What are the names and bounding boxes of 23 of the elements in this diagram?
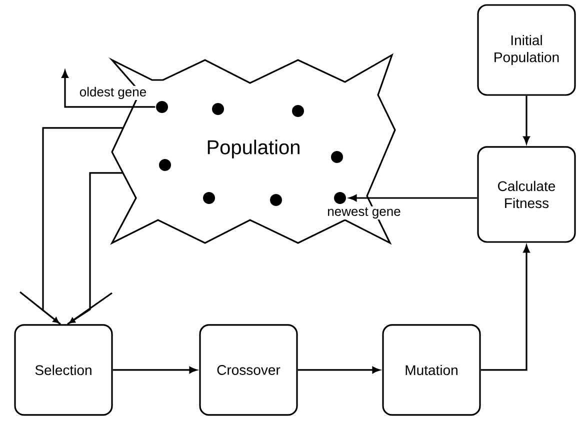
dot: [159, 159, 171, 171]
arrow: [480, 245, 530, 371]
arrow: [298, 366, 380, 374]
dot: [203, 192, 215, 204]
process-box: Calculate Fitness: [477, 146, 576, 243]
process-box: Initial Population: [477, 4, 576, 96]
process-box: Crossover: [199, 324, 298, 416]
dot: [292, 104, 304, 117]
gene-label: oldest gene: [78, 86, 148, 100]
arrow: [349, 194, 478, 202]
dot: [156, 101, 168, 113]
process-box: Mutation: [382, 324, 481, 416]
funnel-arrow: [66, 172, 124, 325]
dot: [331, 150, 343, 163]
dot: [334, 192, 346, 204]
gene-label: newest gene: [326, 206, 402, 220]
process-box: Selection: [14, 324, 113, 416]
dot: [212, 103, 224, 115]
arrow: [112, 366, 197, 374]
arrow: [62, 70, 156, 108]
arrow: [523, 96, 530, 144]
funnel-arrow: [19, 127, 124, 325]
dot: [270, 194, 282, 206]
